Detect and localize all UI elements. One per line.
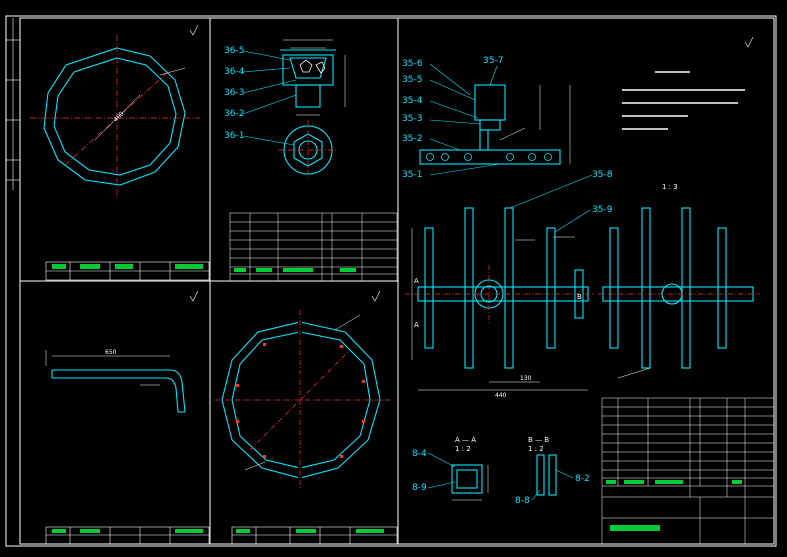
hex-nut-centerlines [278,120,338,180]
title-block-sheet2 [45,526,210,545]
title-block-sheet2-fill [52,529,203,533]
label-35-4: 35-4 [402,96,423,106]
label-35-8: 35-8 [592,170,613,180]
dim-650: 650 [105,349,117,356]
section-bb-title: B — B [528,436,549,444]
title-block-sheet4 [231,526,398,545]
label-36-1: 36-1 [224,131,244,141]
ring-part-top-left [43,47,186,186]
label-35-3: 35-3 [402,114,422,124]
bom-table-sheet3 [229,212,398,282]
distributor-assembly-side [602,207,754,369]
label-35-1: 35-1 [402,170,422,180]
section-aa-part [451,464,483,494]
bent-rod-dims [45,350,170,386]
nozzle-assembly [280,49,336,108]
section-bb-scale: 1 : 2 [528,445,544,453]
tech-notes [622,71,745,130]
distributor-dims [411,228,588,391]
label-35-2: 35-2 [402,134,422,144]
label-35-6: 35-6 [402,59,423,69]
assembly-dims [283,39,346,116]
bom-table-sheet3-fill [234,268,356,272]
view-label-a-top: A [414,277,419,285]
outer-frame [5,15,777,547]
nozzle-detail [299,59,326,74]
view-scale: 1 : 3 [662,183,678,191]
bent-rod-part [51,369,186,413]
label-8-2: 8-2 [575,474,590,484]
section-aa-scale: 1 : 2 [455,445,471,453]
title-block-sheet4-fill [236,529,384,533]
title-block-sheet1-fill [52,264,203,269]
side-view-leader [617,367,651,379]
label-8-8: 8-8 [515,496,530,506]
leader-ring-bottom [334,314,361,331]
view-label-b: B [577,293,582,301]
leaders-8a [427,452,456,489]
dim-440: 440 [495,392,507,399]
dim-130: 130 [520,375,532,382]
segmented-ring-centerlines [215,310,390,490]
label-8-4: 8-4 [412,449,427,459]
label-36-5: 36-5 [224,46,244,56]
ring-holes [236,343,365,458]
section-bb-part [536,454,557,496]
bom-table-right-fill [606,480,742,531]
leaders-35 [429,63,501,176]
leader-ring-bottom-2 [244,461,266,471]
bom-table-right [601,397,775,545]
distributor-centerlines [405,265,595,325]
label-8-9: 8-9 [412,483,427,493]
manifold-holes [426,153,552,161]
label-36-2: 36-2 [224,109,244,119]
label-35-5: 35-5 [402,75,422,85]
section-aa-title: A — A [455,436,476,444]
label-36-4: 36-4 [224,67,245,77]
label-36-3: 36-3 [224,88,244,98]
distributor-assembly-front [417,207,589,369]
leader-top-left [159,67,186,76]
label-35-9: 35-9 [592,205,613,215]
view-label-a-bottom: A [414,321,419,329]
leaders-distributor [509,174,593,233]
surface-finish-symbols [189,24,754,302]
leader-dia-top-left [94,94,141,141]
title-block-sheet1 [45,261,210,281]
manifold-dims [499,85,571,164]
binding-strip [6,18,20,190]
section-aa-dims [452,465,489,501]
label-35-7: 35-7 [483,56,503,66]
leaders-36 [242,50,297,146]
manifold-pipe-part [419,84,561,165]
leaders-8b [531,469,574,501]
